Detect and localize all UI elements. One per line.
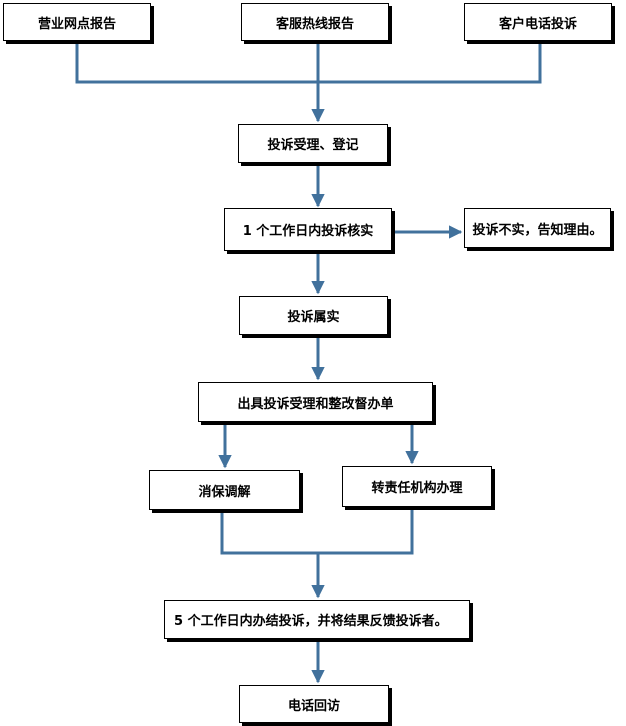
node-confirmed: 投诉属实 [239,296,388,335]
node-hotline-report: 客服热线报告 [241,3,389,41]
node-phone-complaint: 客户电话投诉 [464,3,612,41]
connector-sources-merge [75,42,542,84]
node-mediation: 消保调解 [149,470,300,510]
node-verify-1day: 1 个工作日内投诉核实 [224,208,392,251]
node-not-true: 投诉不实，告知理由。 [464,208,611,248]
node-callback: 电话回访 [239,685,389,723]
node-accept-register: 投诉受理、登记 [238,124,388,163]
node-branch-report: 营业网点报告 [3,3,151,41]
connector-branches-merge [220,508,414,555]
node-resolve-5days: 5 个工作日内办结投诉，并将结果反馈投诉者。 [164,600,470,639]
node-transfer-dept: 转责任机构办理 [342,466,492,507]
node-issue-order: 出具投诉受理和整改督办单 [198,382,433,422]
